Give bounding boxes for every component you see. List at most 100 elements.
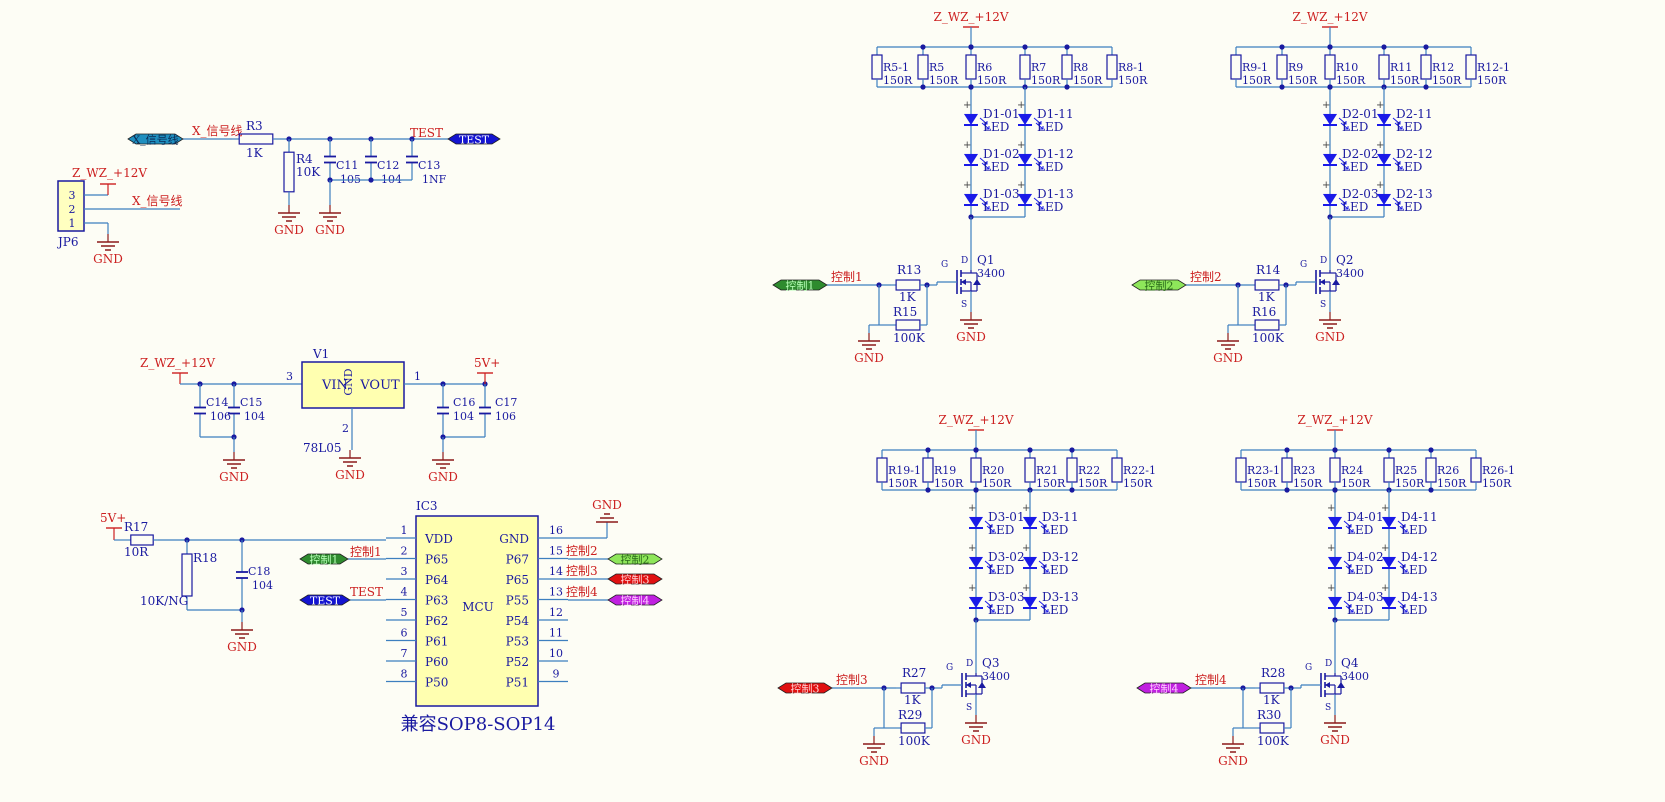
cap-ref: C16: [453, 396, 475, 409]
net-flag-label: TEST: [459, 134, 490, 147]
reg-vin: VIN: [321, 378, 348, 393]
mcu-pin-num: 10: [549, 647, 563, 660]
plus-mark: +: [963, 140, 971, 151]
r18-value: 10K/NG: [140, 594, 188, 608]
mosfet-s: S: [961, 300, 967, 310]
gate-res-ref: R13: [897, 263, 921, 277]
mcu-pin-name: P50: [425, 676, 448, 690]
net-flag-label: 控制1: [310, 553, 339, 567]
mosfet-value: 3400: [1341, 670, 1369, 683]
plus-mark: +: [1381, 583, 1389, 594]
cap-ref: C14: [206, 396, 228, 409]
gnd-label: GND: [219, 470, 249, 484]
plus-mark: +: [1327, 543, 1335, 554]
mcu-pin-num: 13: [549, 586, 563, 599]
led-res-ref: R21: [1036, 464, 1058, 477]
plus-mark: +: [968, 503, 976, 514]
mcu-pin-name: P62: [425, 614, 448, 628]
mcu-test-label: TEST: [350, 585, 383, 599]
gnd-label: GND: [854, 351, 884, 365]
led-ref: D4-13: [1401, 590, 1438, 604]
led-res-value: 150R: [929, 74, 959, 87]
led-ref: D4-03: [1347, 590, 1384, 604]
mcu-pin-name: P51: [506, 676, 529, 690]
mcu-pin-name: P54: [506, 614, 530, 628]
cap-value: 106: [495, 410, 516, 423]
net-flag-label: 控制2: [621, 553, 650, 567]
c18-ref: C18: [248, 565, 270, 578]
mcu-pin-num: 5: [401, 606, 408, 619]
led-res-ref: R19: [934, 464, 956, 477]
led-res-value: 150R: [1293, 477, 1323, 490]
mcu-ctrl3-label: 控制3: [566, 564, 598, 578]
gnd-symbol: GND: [859, 736, 889, 768]
led-value: LED: [1342, 200, 1368, 214]
mcu-ctrl1-label: 控制1: [350, 545, 382, 559]
mcu-pin-name: P65: [506, 573, 529, 587]
gnd-label: GND: [93, 252, 123, 266]
led-res-value: 150R: [1036, 477, 1066, 490]
pull-res-ref: R29: [898, 708, 922, 722]
led-res-ref: R26: [1437, 464, 1459, 477]
vcc-label: Z_WZ_+12V: [939, 413, 1014, 427]
led-res-ref: R23-1: [1247, 464, 1280, 477]
gate-res-value: 1K: [904, 693, 922, 707]
plus-mark: +: [963, 180, 971, 191]
mcu-pin-name: P65: [425, 553, 448, 567]
plus-mark: +: [1322, 100, 1330, 111]
led-res-value: 150R: [1288, 74, 1318, 87]
led-res-value: 150R: [888, 477, 918, 490]
ctrl-flag: 控制2: [1131, 279, 1187, 293]
led-ref: D1-11: [1037, 107, 1074, 121]
led-res-ref: R22-1: [1123, 464, 1156, 477]
led-ref: D1-12: [1037, 147, 1074, 161]
mosfet-value: 3400: [982, 670, 1010, 683]
gnd-symbol: GND: [315, 205, 345, 237]
vcc-label: Z_WZ_+12V: [934, 10, 1009, 24]
jp6-pin: 3: [69, 189, 76, 202]
net-flag-label: 控制3: [621, 573, 650, 587]
mcu-pin-num: 12: [549, 606, 563, 619]
jp6-vcc-label: Z_WZ_+12V: [72, 166, 147, 180]
led-ref: D1-03: [983, 187, 1020, 201]
gnd-symbol: GND: [428, 452, 458, 484]
led-ref: D3-12: [1042, 550, 1079, 564]
led-value: LED: [983, 160, 1009, 174]
r3-ref: R3: [246, 119, 263, 133]
led-value: LED: [1037, 120, 1063, 134]
mcu-name: MCU: [462, 600, 494, 614]
mosfet-s: S: [1320, 300, 1326, 310]
mcu-pin-num: 9: [553, 668, 560, 681]
mosfet-s: S: [1325, 703, 1331, 713]
plus-mark: +: [1022, 543, 1030, 554]
led-res-value: 150R: [1078, 477, 1108, 490]
gnd-symbol: GND: [961, 715, 991, 747]
gnd-symbol: GND: [274, 205, 304, 237]
led-ref: D2-03: [1342, 187, 1379, 201]
gate-res-ref: R27: [902, 666, 926, 680]
led-res-ref: R7: [1031, 61, 1046, 74]
gnd-symbol: GND: [1213, 333, 1243, 365]
gnd-symbol: GND: [227, 622, 257, 654]
mosfet-g: G: [941, 260, 948, 270]
reg-pin-in: 3: [286, 370, 293, 383]
led-ref: D1-01: [983, 107, 1020, 121]
gate-res-value: 1K: [1258, 290, 1276, 304]
ctrl-net-label: 控制3: [836, 673, 868, 687]
ctrl-net-label: 控制1: [831, 270, 863, 284]
cap-ref: C12: [377, 159, 399, 172]
led-res-ref: R25: [1395, 464, 1417, 477]
led-block-2: Z_WZ_+12VR9-1150RR9150RR10150RR11150RR12…: [1186, 10, 1510, 365]
gnd-label: GND: [274, 223, 304, 237]
led-res-value: 150R: [1395, 477, 1425, 490]
led-block-4: Z_WZ_+12VR23-1150RR23150RR24150RR25150RR…: [1191, 413, 1515, 768]
gate-res-ref: R28: [1261, 666, 1285, 680]
led-res-ref: R10: [1336, 61, 1358, 74]
